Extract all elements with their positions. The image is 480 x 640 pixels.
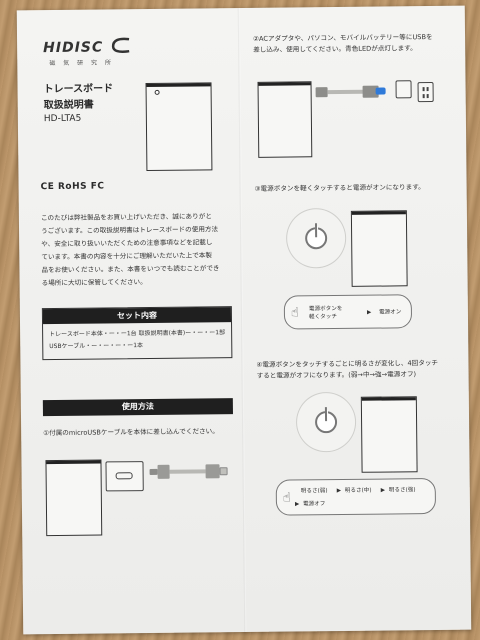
touch-hand-icon: ☝ xyxy=(282,490,291,506)
power-button-illustration xyxy=(286,208,346,268)
micro-usb-plug-icon xyxy=(157,464,170,479)
logo-swoosh-icon xyxy=(111,37,130,53)
set-contents-box: セット内容 トレースボード本体・ー・ー1台 取扱説明書(本書)ー・ー・ー1部 U… xyxy=(41,306,233,361)
usb-cable xyxy=(169,469,206,474)
wall-outlet-icon xyxy=(417,82,434,103)
certification-marks: CE RoHS FC xyxy=(40,181,105,193)
trace-board-small-illustration xyxy=(45,459,103,537)
micro-usb-port-illustration xyxy=(105,461,144,492)
power-on-label: 電源オン xyxy=(378,309,402,316)
brightness-low-label: 明るさ(弱) xyxy=(300,488,328,495)
step-2-text: ②ACアダプタや、パソコン、モバイルバッテリー等にUSBを 差し込み、使用してく… xyxy=(253,33,433,54)
trace-board-step3-illustration xyxy=(350,210,408,287)
paper-fold-line xyxy=(237,8,247,633)
trace-board-step2-illustration xyxy=(257,81,313,158)
step-4-text: ④電源ボタンをタッチするごとに明るさが変化し、4回タッチ すると電源がオフになり… xyxy=(256,358,439,380)
step-1-text: ①付属のmicroUSBケーブルを本体に差し込んでください。 xyxy=(43,427,219,438)
arrow-icon: ▶ xyxy=(294,501,300,508)
power-dot-icon xyxy=(154,89,160,95)
brand-logo: HIDISC xyxy=(43,39,104,57)
micro-usb-plug-tip xyxy=(149,468,158,475)
micro-usb-port-icon xyxy=(115,472,133,480)
set-contents-line-2: USBケーブル・ー・ー・ー・ー1本 xyxy=(49,342,144,351)
usb-a-plug-icon xyxy=(205,464,220,479)
power-button-step4-illustration xyxy=(296,392,356,452)
brightness-high-label: 明るさ(強) xyxy=(388,487,416,494)
product-title: トレースボード xyxy=(43,83,114,96)
arrow-icon: ▶ xyxy=(380,487,386,494)
trace-board-step4-illustration xyxy=(360,396,418,473)
brand-subtitle: 磁 気 研 究 所 xyxy=(49,59,114,68)
arrow-icon: ▶ xyxy=(336,487,342,495)
step-3-action-bubble: ☝ 電源ボタンを 軽くタッチ ▶ 電源オン xyxy=(283,294,413,330)
intro-text: このたびは弊社製品をお買い上げいただき、誠にありがと うございます。この取扱説明… xyxy=(40,212,220,288)
ac-adapter-icon xyxy=(395,80,412,99)
model-number: HD-LTA5 xyxy=(43,113,82,125)
arrow-icon: ▶ xyxy=(366,309,372,316)
set-contents-line-1: トレースボード本体・ー・ー1台 取扱説明書(本書)ー・ー・ー1部 xyxy=(49,329,226,339)
trace-board-illustration xyxy=(145,82,213,172)
brightness-mid-label: 明るさ(中) xyxy=(344,487,372,494)
cable-plug-left xyxy=(315,87,328,98)
step-3-text: ③電源ボタンを軽くタッチすると電源がオンになります。 xyxy=(254,183,425,193)
step-4-sequence-bubble: ☝ 明るさ(弱) ▶ 明るさ(中) ▶ 明るさ(強) ▶ 電源オフ xyxy=(275,478,437,516)
blue-led-icon xyxy=(375,87,386,95)
instruction-sheet: HIDISC 磁 気 研 究 所 トレースボード 取扱説明書 HD-LTA5 C… xyxy=(16,5,472,635)
usb-a-plug-tip xyxy=(219,467,228,476)
power-off-label: 電源オフ xyxy=(302,501,326,508)
usage-heading: 使用方法 xyxy=(42,398,233,417)
manual-title: 取扱説明書 xyxy=(43,99,94,112)
touch-hand-icon: ☝ xyxy=(290,305,299,321)
